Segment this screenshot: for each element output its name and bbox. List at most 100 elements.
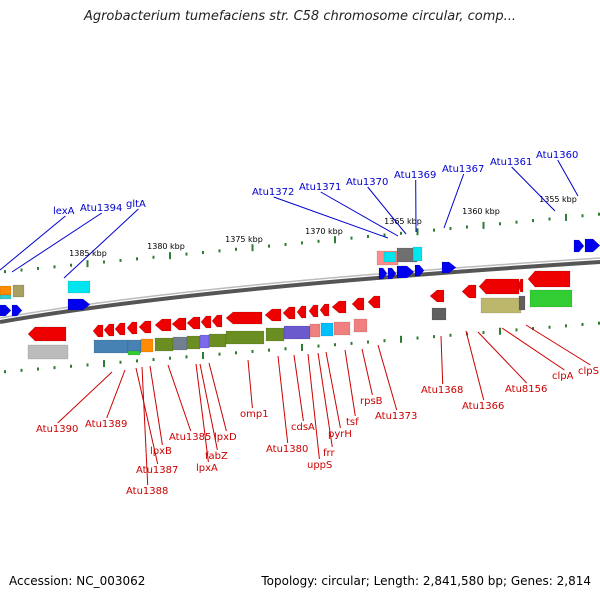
leader-tsf: [344, 349, 356, 417]
gene-label-glta: gltA: [126, 199, 146, 210]
gene-label-atu1389: Atu1389: [85, 419, 127, 430]
gene-label-atu1371: Atu1371: [299, 182, 341, 193]
gene-label-lpxa: lpxA: [196, 463, 218, 474]
reverse-gene-arrow: [429, 289, 445, 303]
leader-clps: [525, 324, 591, 366]
tick-mark: [598, 212, 600, 216]
category-block: [208, 333, 227, 348]
leader-rpsb: [361, 348, 373, 396]
gene-label-clps: clpS: [578, 366, 599, 377]
leader-atu1388: [141, 366, 149, 486]
scale-label: 1375 kbp: [225, 235, 263, 244]
leader-glta: [63, 208, 139, 279]
tick-mark: [70, 364, 72, 368]
tick-mark: [284, 347, 287, 351]
tick-mark: [301, 343, 303, 351]
tick-mark: [185, 252, 188, 256]
gene-label-atu1387: Atu1387: [136, 465, 178, 476]
gene-label-atu1380: Atu1380: [266, 444, 308, 455]
gene-label-lpxd: lpxD: [214, 432, 237, 443]
leader-lpxb: [149, 365, 163, 446]
gene-label-upps: uppS: [307, 460, 332, 471]
gene-label-rpsb: rpsB: [360, 396, 383, 407]
label-leaders: [0, 159, 591, 486]
tick-mark: [152, 358, 155, 362]
tick-mark: [317, 239, 320, 243]
gene-label-atu1373: Atu1373: [375, 411, 417, 422]
scale-label: 1380 kbp: [147, 242, 185, 251]
category-block: [93, 339, 129, 354]
tick-mark: [53, 265, 56, 269]
forward-gene-arrow: [387, 267, 397, 280]
tick-mark: [70, 263, 72, 267]
leader-atu1360: [557, 159, 579, 197]
backbone-line: [0, 260, 600, 324]
reverse-gene-arrow: [264, 308, 282, 322]
gene-label-atu1385: Atu1385: [169, 432, 211, 443]
tick-mark: [202, 352, 204, 360]
tick-mark: [565, 324, 567, 328]
tick-mark: [400, 335, 402, 343]
tick-mark: [86, 260, 89, 268]
category-block: [265, 327, 285, 342]
tick-mark: [37, 367, 39, 371]
leader-atu1385: [167, 364, 192, 432]
tick-mark: [37, 266, 39, 270]
tick-mark: [119, 360, 122, 364]
tick-mark: [383, 339, 386, 343]
tick-mark: [4, 270, 6, 274]
forward-gene-arrow: [396, 265, 415, 279]
category-block: [431, 307, 447, 321]
tick-mark: [218, 352, 221, 356]
tick-mark: [317, 344, 320, 348]
category-block: [225, 330, 265, 345]
category-block: [67, 280, 91, 294]
leader-atu1368: [440, 335, 444, 385]
leader-lpxa: [195, 363, 209, 463]
tick-mark: [53, 366, 56, 370]
forward-gene-arrow: [573, 239, 585, 253]
gene-label-lexa: lexA: [53, 206, 75, 217]
category-block: [199, 334, 210, 349]
tick-mark: [20, 368, 23, 372]
gene-label-cdsa: cdsA: [291, 422, 315, 433]
leader-atu1371: [320, 191, 399, 237]
tick-mark: [400, 231, 402, 235]
tick-mark: [235, 351, 237, 355]
tick-mark: [4, 370, 6, 374]
reverse-gene-arrow: [351, 297, 365, 311]
tick-mark: [202, 250, 204, 254]
gene-label-atu1369: Atu1369: [394, 170, 436, 181]
tick-mark: [136, 359, 138, 363]
reverse-gene-arrow: [92, 324, 104, 338]
forward-gene-arrow: [11, 304, 23, 317]
forward-gene-arrow: [378, 267, 388, 280]
tick-mark: [103, 360, 105, 368]
leader-atu1390: [57, 371, 113, 424]
backbone-highlight: [0, 257, 600, 319]
reverse-gene-arrow: [186, 316, 201, 330]
tick-mark: [334, 343, 336, 347]
leader-frr: [317, 352, 333, 448]
tick-mark: [482, 221, 485, 229]
gene-label-atu1368: Atu1368: [421, 385, 463, 396]
scale-label: 1370 kbp: [305, 227, 343, 236]
reverse-gene-arrow: [308, 304, 319, 318]
reverse-gene-arrow: [461, 284, 477, 299]
gene-label-atu1361: Atu1361: [490, 157, 532, 168]
gene-label-pyrh: pyrH: [328, 429, 352, 440]
chromosome-backbone: [0, 257, 600, 324]
tick-mark: [350, 341, 353, 345]
tick-mark: [268, 244, 270, 248]
reverse-gene-arrow: [103, 323, 115, 337]
tick-mark: [86, 363, 89, 367]
tick-mark: [499, 222, 501, 226]
leader-atu1387: [135, 367, 159, 465]
tick-mark: [251, 244, 254, 252]
tick-mark: [119, 258, 122, 262]
tick-mark: [581, 214, 584, 218]
tick-mark: [416, 228, 419, 236]
tick-mark: [251, 349, 254, 353]
category-block: [283, 325, 311, 340]
tick-mark: [185, 355, 188, 359]
